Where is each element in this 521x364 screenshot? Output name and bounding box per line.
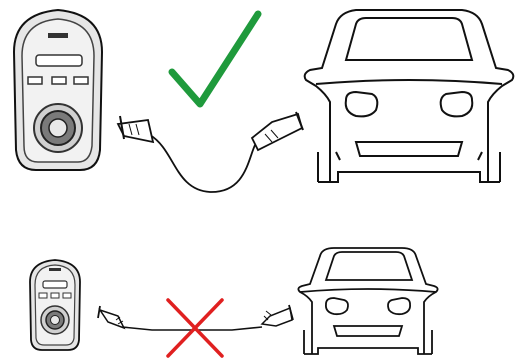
small-left-plug-icon (98, 306, 124, 328)
wallbox-charger-icon (14, 10, 102, 170)
scene-correct (14, 10, 513, 192)
car-front-icon (305, 10, 514, 182)
left-plug-icon (118, 116, 153, 142)
wallbox-charger-small-icon (30, 260, 80, 350)
check-mark-icon (172, 14, 258, 104)
sagging-cable (150, 135, 255, 192)
scene-incorrect (30, 248, 438, 356)
small-right-plug-icon (262, 305, 293, 326)
right-plug-icon (252, 112, 303, 150)
car-front-small-icon (298, 248, 437, 354)
cross-mark-icon (168, 300, 222, 356)
